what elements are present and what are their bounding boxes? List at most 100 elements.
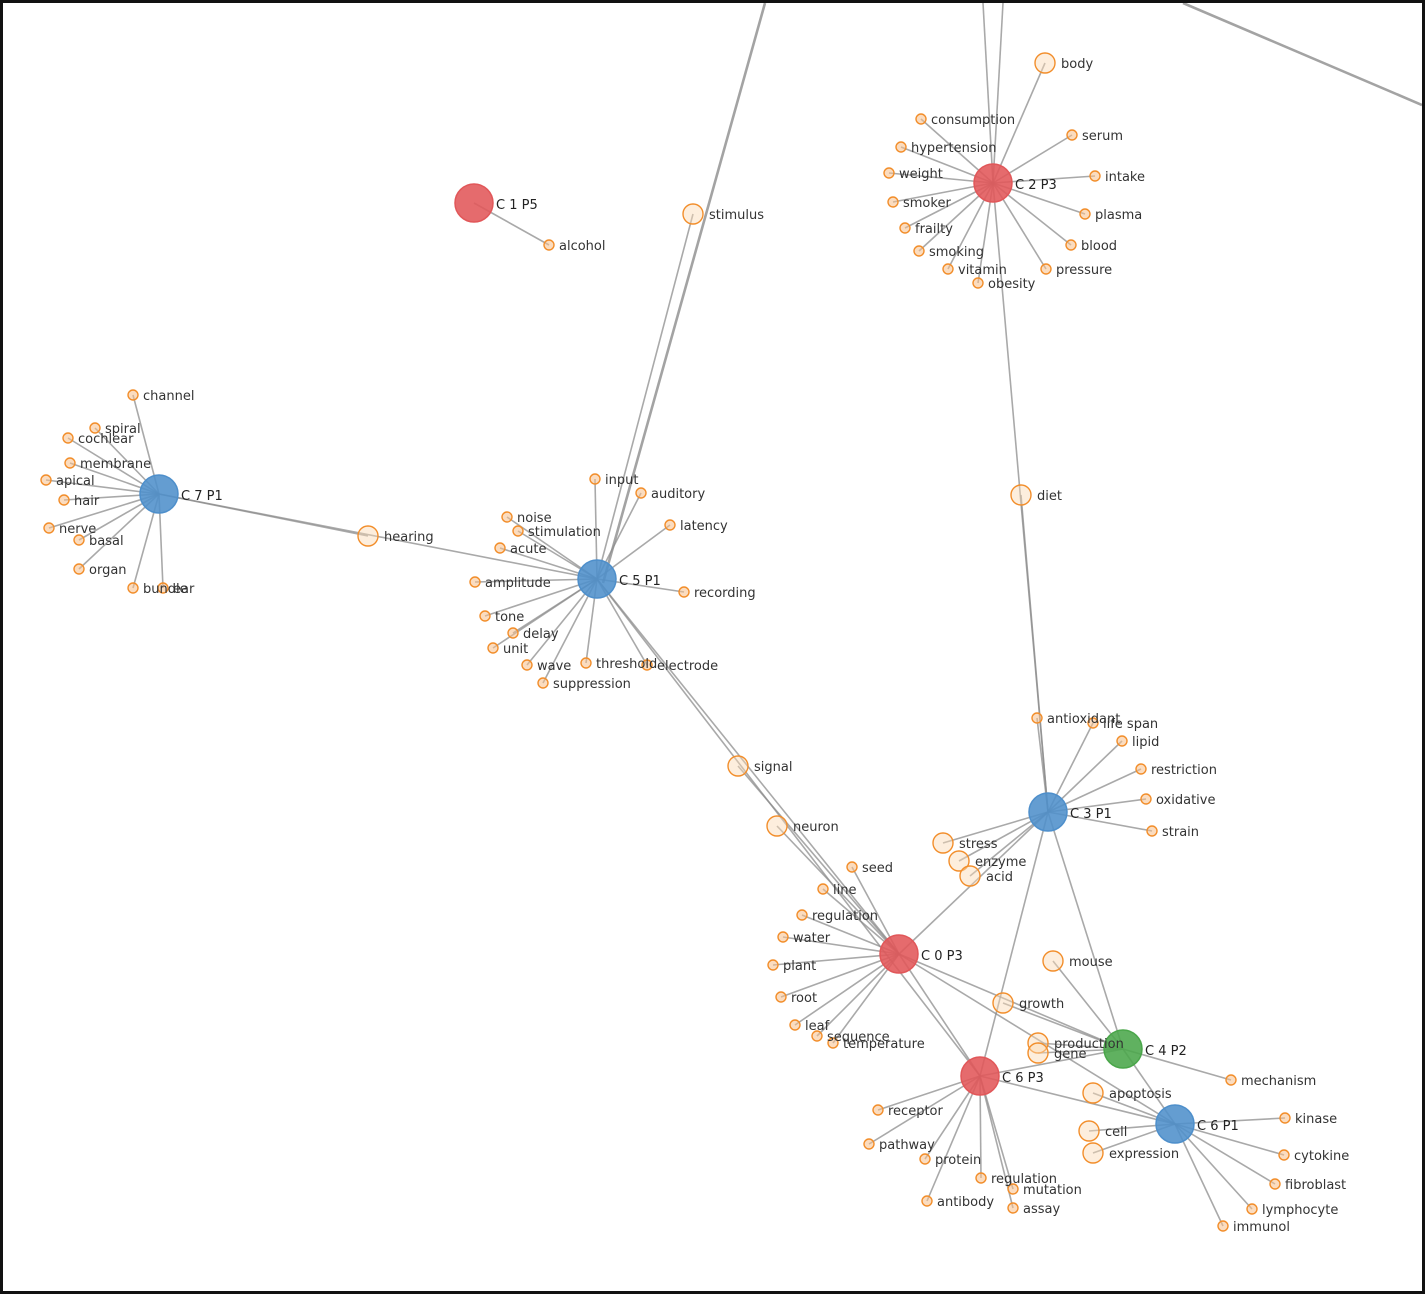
term-node[interactable] xyxy=(811,1030,823,1042)
term-label: production xyxy=(1054,1037,1124,1052)
term-node[interactable] xyxy=(872,1104,884,1116)
topic-network-graph[interactable]: alcoholstimulusconsumptionhypertensionwe… xyxy=(3,3,1422,1291)
term-node[interactable] xyxy=(89,422,101,434)
term-node[interactable] xyxy=(1082,1142,1104,1164)
term-node[interactable] xyxy=(899,222,911,234)
term-node[interactable] xyxy=(521,659,533,671)
term-node[interactable] xyxy=(1079,208,1091,220)
term-node[interactable] xyxy=(915,113,927,125)
term-node[interactable] xyxy=(664,519,676,531)
term-node[interactable] xyxy=(64,457,76,469)
term-node[interactable] xyxy=(1027,1042,1049,1064)
term-node[interactable] xyxy=(469,576,481,588)
term-node[interactable] xyxy=(863,1138,875,1150)
term-node[interactable] xyxy=(775,991,787,1003)
term-node[interactable] xyxy=(992,992,1014,1014)
term-node[interactable] xyxy=(1269,1178,1281,1190)
term-node[interactable] xyxy=(1146,825,1158,837)
term-node[interactable] xyxy=(73,534,85,546)
term-node[interactable] xyxy=(1034,52,1056,74)
term-node[interactable] xyxy=(1246,1203,1258,1215)
term-node[interactable] xyxy=(58,494,70,506)
term-node[interactable] xyxy=(127,389,139,401)
term-node[interactable] xyxy=(1140,793,1152,805)
term-node[interactable] xyxy=(796,909,808,921)
term-node[interactable] xyxy=(157,582,169,594)
term-node[interactable] xyxy=(1278,1149,1290,1161)
term-label: oxidative xyxy=(1156,793,1215,808)
term-node[interactable] xyxy=(537,677,549,689)
term-node[interactable] xyxy=(1087,717,1099,729)
hub-node[interactable] xyxy=(1103,1029,1143,1069)
term-node[interactable] xyxy=(883,167,895,179)
hub-node[interactable] xyxy=(1155,1104,1195,1144)
term-node[interactable] xyxy=(1065,239,1077,251)
term-node[interactable] xyxy=(932,832,954,854)
term-node[interactable] xyxy=(682,203,704,225)
term-node[interactable] xyxy=(887,196,899,208)
term-label: apoptosis xyxy=(1109,1087,1172,1102)
term-node[interactable] xyxy=(948,850,970,872)
term-node[interactable] xyxy=(635,487,647,499)
term-node[interactable] xyxy=(73,563,85,575)
term-node[interactable] xyxy=(487,642,499,654)
term-node[interactable] xyxy=(1082,1082,1104,1104)
term-node[interactable] xyxy=(1007,1202,1019,1214)
term-node[interactable] xyxy=(1066,129,1078,141)
hub-node[interactable] xyxy=(879,934,919,974)
hub-node[interactable] xyxy=(454,183,494,223)
term-node[interactable] xyxy=(62,432,74,444)
term-node[interactable] xyxy=(1010,484,1032,506)
term-node[interactable] xyxy=(1217,1220,1229,1232)
term-node[interactable] xyxy=(1225,1074,1237,1086)
term-node[interactable] xyxy=(641,659,653,671)
term-node[interactable] xyxy=(1078,1120,1100,1142)
term-node[interactable] xyxy=(727,755,749,777)
term-node[interactable] xyxy=(589,473,601,485)
term-node[interactable] xyxy=(766,815,788,837)
term-node[interactable] xyxy=(127,582,139,594)
term-node[interactable] xyxy=(678,586,690,598)
term-node[interactable] xyxy=(777,931,789,943)
hub-node[interactable] xyxy=(139,474,179,514)
term-node[interactable] xyxy=(357,525,379,547)
term-node[interactable] xyxy=(543,239,555,251)
term-node[interactable] xyxy=(846,861,858,873)
term-node[interactable] xyxy=(1042,950,1064,972)
term-node[interactable] xyxy=(817,883,829,895)
hub-node[interactable] xyxy=(973,163,1013,203)
term-node[interactable] xyxy=(40,474,52,486)
term-node[interactable] xyxy=(959,865,981,887)
term-node[interactable] xyxy=(1007,1183,1019,1195)
term-node[interactable] xyxy=(1089,170,1101,182)
term-node[interactable] xyxy=(580,657,592,669)
hub-label: C 4 P2 xyxy=(1145,1044,1187,1059)
term-node[interactable] xyxy=(972,277,984,289)
edge-term-59 xyxy=(772,953,900,966)
term-node[interactable] xyxy=(921,1195,933,1207)
term-node[interactable] xyxy=(507,627,519,639)
term-node[interactable] xyxy=(479,610,491,622)
term-node[interactable] xyxy=(1135,763,1147,775)
term-node[interactable] xyxy=(501,511,513,523)
term-node[interactable] xyxy=(1040,263,1052,275)
hub-node[interactable] xyxy=(960,1056,1000,1096)
term-node[interactable] xyxy=(512,525,524,537)
term-node[interactable] xyxy=(43,522,55,534)
term-node[interactable] xyxy=(1116,735,1128,747)
term-node[interactable] xyxy=(767,959,779,971)
hub-node[interactable] xyxy=(577,559,617,599)
term-node[interactable] xyxy=(919,1153,931,1165)
term-node[interactable] xyxy=(1031,712,1043,724)
term-node[interactable] xyxy=(895,141,907,153)
term-node[interactable] xyxy=(913,245,925,257)
term-label: blood xyxy=(1081,239,1117,254)
term-node[interactable] xyxy=(789,1019,801,1031)
term-node[interactable] xyxy=(975,1172,987,1184)
term-node[interactable] xyxy=(494,542,506,554)
hub-node[interactable] xyxy=(1028,792,1068,832)
term-node[interactable] xyxy=(827,1037,839,1049)
term-node[interactable] xyxy=(942,263,954,275)
term-node[interactable] xyxy=(1279,1112,1291,1124)
